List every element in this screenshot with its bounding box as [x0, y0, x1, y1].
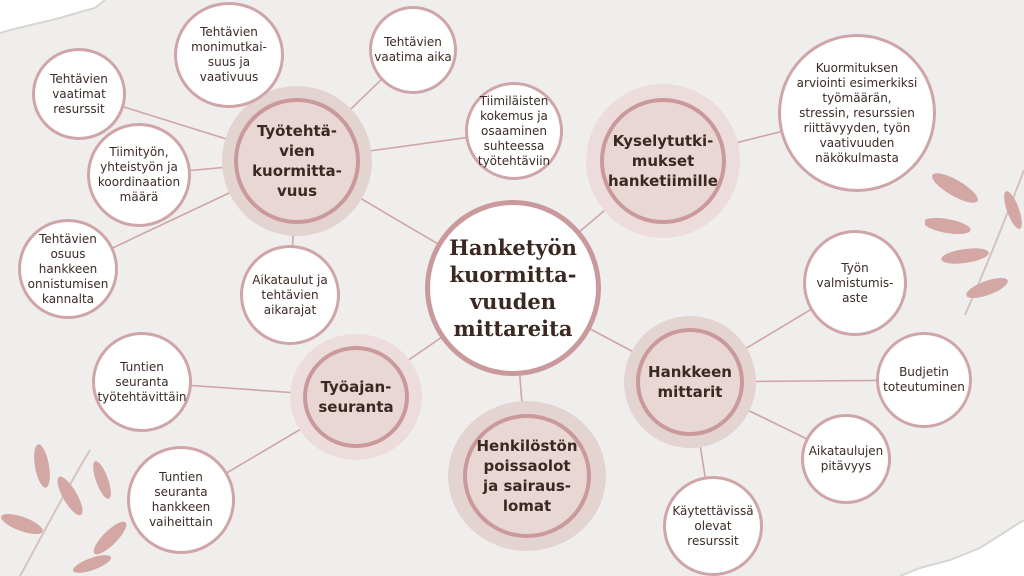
leaf-branch-left-icon — [1, 444, 127, 576]
node-tuntien-tyotehtavittain: Tuntien seuranta työtehtävittäin — [92, 332, 192, 432]
node-vaatima-aika: Tehtävien vaatima aika — [369, 6, 457, 94]
hub-hankkeen-mittarit: Hankkeen mittarit — [636, 328, 744, 436]
hub-henkiloston-poissaolot: Henkilöstön poissaolot ja sairaus- lomat — [463, 414, 591, 538]
node-label: Työn valmistumis- aste — [816, 260, 894, 305]
hub-label: Työajan- seuranta — [318, 378, 394, 416]
node-label: Tehtävien monimutkai- suus ja vaativuus — [191, 25, 267, 84]
node-kaytettavissa: Käytettävissä olevat resurssit — [663, 476, 763, 576]
central-topic: Hanketyön kuormitta- vuuden mittareita — [425, 200, 601, 376]
node-valmistumisaste: Työn valmistumis- aste — [803, 230, 907, 336]
node-tiimityo: Tiimityön, yhteistyön ja koordinaation m… — [87, 123, 191, 227]
hub-label: Hankkeen mittarit — [648, 363, 732, 401]
hub-tyotehtavien-kuormittavuus: Työtehtä- vien kuormitta- vuus — [234, 98, 360, 224]
node-osuus: Tehtävien osuus hankkeen onnistumisen ka… — [18, 219, 118, 319]
node-label: Tehtävien vaatimat resurssit — [50, 71, 108, 116]
node-arviointi: Kuormituksen arviointi esimerkiksi työmä… — [778, 34, 936, 192]
torn-paper-bottom-right — [900, 519, 1024, 576]
node-budjetti: Budjetin toteutuminen — [876, 332, 972, 428]
hub-label: Kyselytutki- mukset hanketiimille — [608, 132, 718, 190]
node-monimutkaisuus: Tehtävien monimutkai- suus ja vaativuus — [174, 2, 284, 108]
node-label: Aikataulut ja tehtävien aikarajat — [252, 272, 328, 317]
hub-tyoajanseuranta: Työajan- seuranta — [303, 346, 409, 448]
central-topic-label: Hanketyön kuormitta- vuuden mittareita — [449, 235, 577, 341]
node-label: Aikataulujen pitävyys — [808, 444, 884, 473]
node-aikataulut: Aikataulut ja tehtävien aikarajat — [240, 245, 340, 345]
node-kokemus: Tiimiläisten kokemus ja osaaminen suhtee… — [465, 82, 563, 180]
hub-label: Työtehtä- vien kuormitta- vuus — [252, 122, 342, 200]
leaf-branch-right-icon — [925, 169, 1024, 316]
node-label: Kuormituksen arviointi esimerkiksi työmä… — [796, 60, 918, 165]
node-resurssit: Tehtävien vaatimat resurssit — [32, 48, 126, 140]
node-label: Tiimiläisten kokemus ja osaaminen suhtee… — [477, 93, 551, 168]
node-label: Tehtävien osuus hankkeen onnistumisen ka… — [27, 231, 109, 306]
hub-label: Henkilöstön poissaolot ja sairaus- lomat — [476, 437, 578, 515]
node-label: Tuntien seuranta hankkeen vaiheittain — [149, 470, 213, 529]
node-label: Tiimityön, yhteistyön ja koordinaation m… — [97, 145, 181, 204]
node-label: Tuntien seuranta työtehtävittäin — [97, 359, 187, 404]
hub-kyselytutkimukset: Kyselytutki- mukset hanketiimille — [600, 98, 726, 224]
node-pitavyys: Aikataulujen pitävyys — [801, 414, 891, 504]
node-label: Käytettävissä olevat resurssit — [672, 503, 754, 548]
torn-paper-top-left — [0, 0, 106, 34]
node-label: Budjetin toteutuminen — [883, 365, 965, 394]
node-tuntien-vaiheittain: Tuntien seuranta hankkeen vaiheittain — [127, 446, 235, 554]
node-label: Tehtävien vaatima aika — [374, 35, 452, 64]
